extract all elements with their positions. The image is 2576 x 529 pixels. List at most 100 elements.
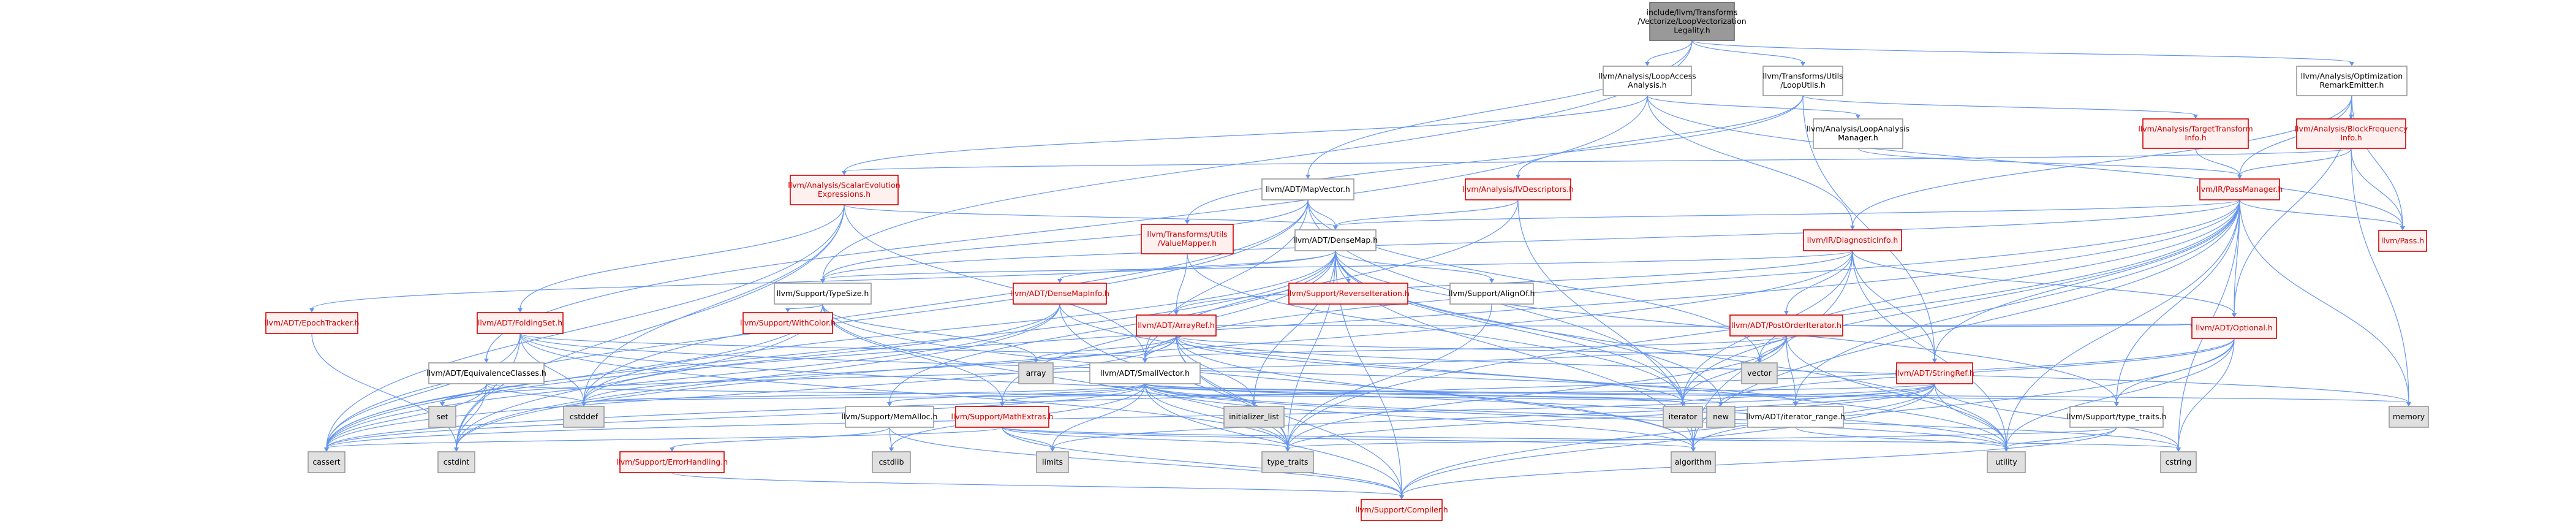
node-box xyxy=(2069,406,2164,428)
dependency-edge-vm-iter xyxy=(1187,253,1683,403)
dependency-edge-pm-stt xyxy=(2116,199,2240,403)
dependency-edge-fs-sv xyxy=(519,333,1146,360)
dependency-edge-lu-vm xyxy=(1187,95,1804,221)
header-node-sr[interactable]: llvm/ADT/StringRef.h xyxy=(1895,362,1974,384)
header-node-pass[interactable]: llvm/Pass.h xyxy=(2378,230,2427,252)
header-node-sv[interactable]: llvm/ADT/SmallVector.h xyxy=(1089,362,1201,384)
dependency-edge-sv-climits xyxy=(1052,383,1146,449)
node-label-line: Expressions.h xyxy=(818,189,871,199)
edge-arrowhead xyxy=(324,447,329,452)
edge-arrowhead xyxy=(1516,175,1520,179)
edge-arrowhead xyxy=(2176,447,2181,452)
header-node-opt[interactable]: llvm/ADT/Optional.h xyxy=(2191,317,2277,339)
dependency-edge-lai-pass xyxy=(1647,95,2403,227)
edge-arrowhead xyxy=(2400,226,2405,230)
header-node-fs[interactable]: llvm/ADT/FoldingSet.h xyxy=(477,312,564,334)
node-label-line: /Vectorize/LoopVectorization xyxy=(1637,17,1746,26)
std-header-node-vec: vector xyxy=(1741,362,1778,384)
header-node-eh[interactable]: llvm/Support/ErrorHandling.h xyxy=(616,451,728,473)
node-label-line: llvm/Transforms/Utils xyxy=(1762,72,1843,81)
dependency-edge-sr-cassert xyxy=(326,383,1935,449)
header-node-ore[interactable]: llvm/Analysis/OptimizationRemarkEmitter.… xyxy=(2296,66,2408,96)
dependency-edge-dmi-cassert xyxy=(326,303,1060,449)
header-node-dmi[interactable]: llvm/ADT/DenseMapInfo.h xyxy=(1010,283,1109,305)
header-node-di[interactable]: llvm/IR/DiagnosticInfo.h xyxy=(1803,229,1902,251)
dependency-edge-ore-pm xyxy=(2239,95,2352,176)
dependency-edge-lam-pm xyxy=(1857,148,2240,176)
header-node-wc[interactable]: llvm/Support/WithColor.h xyxy=(740,312,836,334)
header-node-aoc[interactable]: llvm/Support/AlignOf.h xyxy=(1449,283,1535,305)
header-node-pm[interactable]: llvm/IR/PassManager.h xyxy=(2197,178,2283,200)
node-box xyxy=(477,312,564,334)
node-box xyxy=(1671,451,1716,473)
dependency-edge-sr-cstddef xyxy=(583,383,1935,403)
node-box xyxy=(1747,406,1844,428)
node-label-line: cassert xyxy=(312,457,340,466)
header-node-ri[interactable]: llvm/Support/ReverseIteration.h xyxy=(1287,283,1410,305)
edges-layer xyxy=(309,40,2411,500)
header-node-ir[interactable]: llvm/ADT/iterator_range.h xyxy=(1746,406,1845,428)
dependency-edge-mv-ts xyxy=(822,199,1309,280)
std-header-node-util: utility xyxy=(1987,451,2026,473)
node-label-line: llvm/ADT/DenseMapInfo.h xyxy=(1010,289,1109,298)
node-box xyxy=(742,312,833,334)
dependency-edge-ec-iter xyxy=(486,383,1683,403)
edge-arrowhead xyxy=(2349,115,2354,119)
dependency-edge-di-sr xyxy=(1852,250,1935,360)
dependency-edge-dm-tt xyxy=(1287,250,1336,449)
dependency-edge-pm-pass xyxy=(2239,199,2403,227)
header-node-ts[interactable]: llvm/Support/TypeSize.h xyxy=(774,283,872,305)
header-node-mv[interactable]: llvm/ADT/MapVector.h xyxy=(1261,178,1354,200)
node-box xyxy=(1136,314,1217,337)
node-label-line: llvm/Transforms/Utils xyxy=(1147,230,1227,239)
dependency-edge-mv-vec xyxy=(1307,199,1760,360)
header-node-ar[interactable]: llvm/ADT/ArrayRef.h xyxy=(1136,314,1217,337)
header-node-root[interactable]: include/llvm/Transforms/Vectorize/LoopVe… xyxy=(1637,2,1747,41)
dependency-edge-sr-climits xyxy=(1052,383,1935,449)
header-node-lu[interactable]: llvm/Transforms/Utils/LoopUtils.h xyxy=(1762,66,1843,96)
dependency-edge-root-lu xyxy=(1691,40,1804,63)
dependency-edge-root-ts xyxy=(822,40,1693,280)
node-label-line: type_traits xyxy=(1267,457,1309,466)
edge-arrowhead xyxy=(454,447,459,452)
header-node-dm[interactable]: llvm/ADT/DenseMap.h xyxy=(1293,229,1378,251)
dependency-edge-sv-cstddef xyxy=(583,383,1146,403)
node-label-line: Manager.h xyxy=(1838,133,1878,142)
header-node-comp[interactable]: llvm/Support/Compiler.h xyxy=(1355,499,1448,521)
node-box xyxy=(1896,362,1973,384)
header-node-vm[interactable]: llvm/Transforms/Utils/ValueMapper.h xyxy=(1141,224,1234,254)
node-label-line: initializer_list xyxy=(1229,412,1279,421)
header-node-poi[interactable]: llvm/ADT/PostOrderIterator.h xyxy=(1729,314,1843,337)
edge-arrowhead xyxy=(1489,279,1494,283)
node-box xyxy=(1141,224,1234,254)
edge-arrowhead xyxy=(484,359,489,363)
dependency-edge-bfi-see xyxy=(844,148,2352,172)
header-node-stt[interactable]: llvm/Support/type_traits.h xyxy=(2066,406,2167,428)
header-node-me[interactable]: llvm/Support/MathExtras.h xyxy=(951,406,1054,428)
node-label-line: utility xyxy=(1995,457,2017,466)
node-label-line: llvm/ADT/StringRef.h xyxy=(1895,368,1974,378)
node-box xyxy=(1762,66,1843,96)
dependency-edge-sma-comp xyxy=(889,427,1402,497)
dependency-edge-dmi-cstdint xyxy=(456,303,1060,449)
dependency-edge-di-util xyxy=(1852,250,2007,449)
node-label-line: memory xyxy=(2393,412,2425,421)
node-box xyxy=(1741,362,1778,384)
node-label-line: llvm/ADT/DenseMap.h xyxy=(1293,235,1378,245)
header-node-see[interactable]: llvm/Analysis/ScalarEvolutionExpressions… xyxy=(788,175,901,205)
header-node-ec[interactable]: llvm/ADT/EquivalenceClasses.h xyxy=(426,362,546,384)
dependency-edge-opt-stt xyxy=(2116,338,2235,403)
dependency-edge-ar-cstddef xyxy=(583,335,1177,403)
node-label-line: llvm/Support/ErrorHandling.h xyxy=(616,457,728,466)
header-node-ivd[interactable]: llvm/Analysis/IVDescriptors.h xyxy=(1462,178,1574,200)
header-node-sma[interactable]: llvm/Support/MemAlloc.h xyxy=(842,406,938,428)
dependency-edge-ts-algo xyxy=(822,303,1694,449)
node-label-line: llvm/Analysis/ScalarEvolution xyxy=(788,181,900,190)
header-node-et[interactable]: llvm/ADT/EpochTracker.h xyxy=(265,312,360,334)
dependency-edge-dmi-util xyxy=(1059,303,2007,449)
